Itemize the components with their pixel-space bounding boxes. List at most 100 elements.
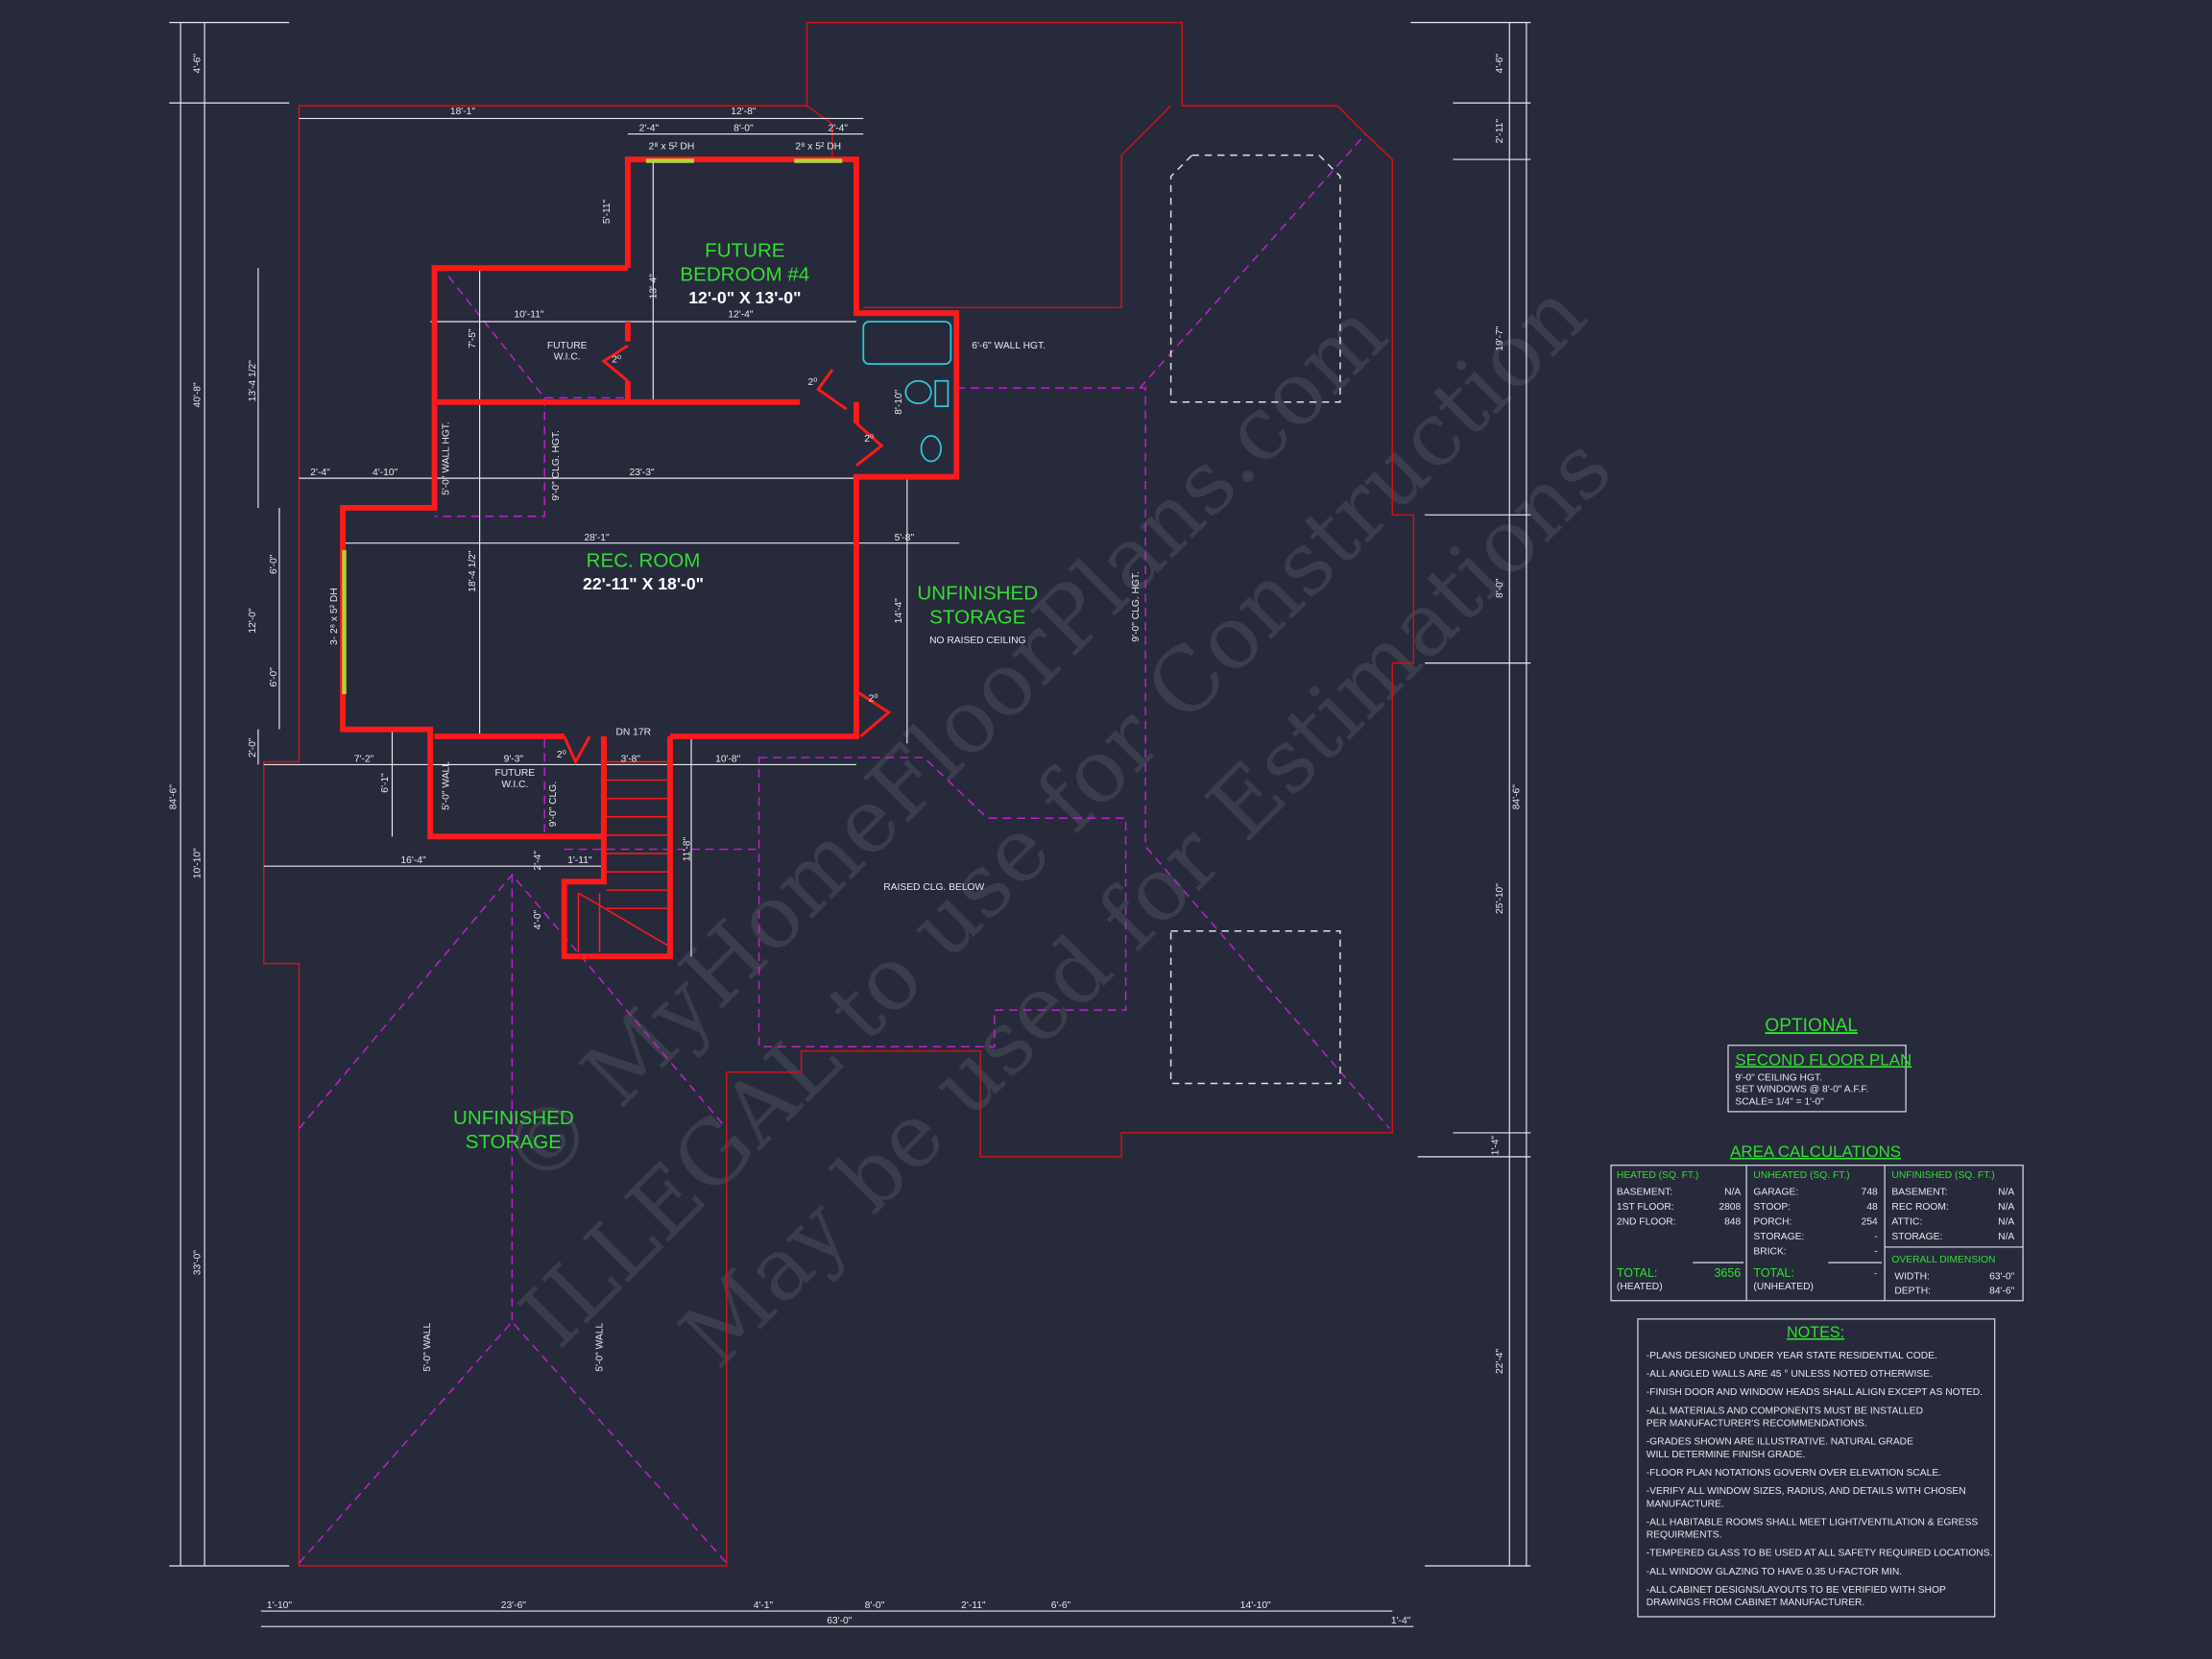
- vertical-dimension-label: 5'-0" WALL HGT.: [441, 421, 451, 495]
- overall-row-label: DEPTH:: [1894, 1286, 1931, 1296]
- dimension-label: 2⁸ x 5² DH: [795, 142, 841, 153]
- dimension-label: 9'-3": [504, 754, 524, 764]
- vertical-dimension-label: 5'-0" WALL: [594, 1323, 605, 1372]
- dimension-label: 1'-10": [267, 1600, 293, 1611]
- rec-room-size: 22'-11" X 18'-0": [583, 574, 704, 593]
- dimension-lines: [169, 21, 1531, 1627]
- heated-total-sub: (HEATED): [1617, 1282, 1663, 1292]
- toilet-icon: [904, 379, 932, 405]
- dimension-label: 2'-4": [639, 124, 660, 134]
- dimension-label: 16'-4": [400, 855, 426, 866]
- overall-row-value: 63'-0": [1989, 1272, 2015, 1283]
- storage-right-note: NO RAISED CEILING: [929, 636, 1025, 646]
- vertical-dimension-labels: 4'-6"40'-8"84'-6"10'-10"33'-0"13'-4 1/2"…: [169, 54, 1523, 1374]
- vertical-dimension-label: 8'-0": [1495, 578, 1505, 598]
- vertical-dimension-label: 4'-6": [193, 54, 204, 74]
- dimension-label: 14'-10": [1240, 1600, 1271, 1611]
- bathtub-icon: [862, 321, 952, 365]
- vertical-dimension-label: 2'-11": [1495, 119, 1505, 144]
- stairs-label: DN 17R: [615, 728, 651, 738]
- dimension-label: 2'-11": [961, 1600, 986, 1611]
- vertical-dimension-label: 4'-0": [533, 909, 543, 929]
- note-line: WILL DETERMINE FINISH GRADE.: [1647, 1450, 1806, 1460]
- bath-fixtures: [862, 321, 952, 463]
- note-line: -VERIFY ALL WINDOW SIZES, RADIUS, AND DE…: [1647, 1486, 1966, 1497]
- heated-total-label: TOTAL:: [1617, 1266, 1657, 1280]
- vertical-dimension-label: 6'-0": [269, 667, 279, 687]
- storage-left-label-1: UNFINISHED: [453, 1107, 574, 1129]
- unheated-row-value: -: [1874, 1232, 1877, 1242]
- dimension-label: 4'-10": [373, 468, 398, 478]
- heated-row-label: 2ND FLOOR:: [1617, 1216, 1676, 1227]
- dimension-label: 1'-4": [1391, 1616, 1411, 1626]
- vertical-dimension-label: 19'-7": [1495, 325, 1505, 351]
- vertical-dimension-label: 7'-5": [468, 328, 478, 349]
- unheated-row-value: 748: [1862, 1188, 1878, 1198]
- dimension-label: 63'-0": [827, 1616, 853, 1626]
- note-line: -GRADES SHOWN ARE ILLUSTRATIVE. NATURAL …: [1647, 1437, 1913, 1448]
- vertical-dimension-label: 84'-6": [1512, 784, 1523, 810]
- note-line: -PLANS DESIGNED UNDER YEAR STATE RESIDEN…: [1647, 1351, 1937, 1361]
- notes-title: NOTES:: [1787, 1324, 1844, 1341]
- dimension-label: 7'-2": [354, 754, 374, 764]
- windows: [342, 158, 843, 694]
- exterior-outline: [263, 21, 1415, 1567]
- vertical-dimension-label: 3- 2⁸ x 5² DH: [329, 588, 340, 645]
- vertical-dimension-label: 10'-10": [193, 848, 204, 878]
- unheated-row-value: 48: [1866, 1202, 1878, 1213]
- unfinished-row-label: ATTIC:: [1891, 1216, 1922, 1227]
- wic-upper-label-1: FUTURE: [547, 341, 588, 351]
- note-line: -ALL CABINET DESIGNS/LAYOUTS TO BE VERIF…: [1647, 1585, 1946, 1596]
- watermark-line-2: ILLEGAL to use for Construction: [501, 263, 1605, 1367]
- bedroom-label-2: BEDROOM #4: [680, 263, 809, 285]
- overall-row-label: WIDTH:: [1894, 1272, 1930, 1283]
- dimension-label: 2⁰: [612, 355, 621, 366]
- dimension-label: 1'-11": [567, 855, 592, 866]
- dimension-label: 2⁸ x 5² DH: [649, 142, 695, 153]
- vertical-dimension-label: 9'-0" CLG. HGT.: [1131, 571, 1142, 641]
- toilet-tank-icon: [934, 379, 950, 408]
- area-calculations: AREA CALCULATIONS HEATED (SQ. FT.)BASEME…: [1610, 1142, 2024, 1302]
- unheated-header: UNHEATED (SQ. FT.): [1753, 1170, 1849, 1181]
- dimension-label: 3'-8": [621, 754, 641, 764]
- wic-upper-label-2: W.I.C.: [554, 352, 581, 363]
- roof-lines: [298, 133, 1390, 1564]
- optional-heading: OPTIONAL: [1765, 1016, 1858, 1036]
- stairs: [577, 760, 668, 952]
- dimension-label: 28'-1": [584, 533, 610, 543]
- vertical-dimension-label: 5'-0" WALL: [422, 1323, 433, 1372]
- vertical-dimension-label: 84'-6": [169, 784, 180, 810]
- heated-row-value: N/A: [1724, 1188, 1741, 1198]
- room-labels: FUTURE BEDROOM #4 12'-0" X 13'-0" REC. R…: [453, 239, 1046, 1153]
- vertical-dimension-label: 8'-10": [894, 389, 904, 415]
- unheated-total-label: TOTAL:: [1753, 1266, 1793, 1280]
- note-line: REQUIRMENTS.: [1647, 1530, 1722, 1541]
- unheated-row-value: 254: [1862, 1216, 1878, 1227]
- vertical-dimension-label: 2'-4": [533, 851, 543, 871]
- dimension-label: 6'-6": [1051, 1600, 1071, 1611]
- heated-header: HEATED (SQ. FT.): [1617, 1170, 1698, 1181]
- bedroom-label-1: FUTURE: [705, 239, 784, 261]
- unfinished-header: UNFINISHED (SQ. FT.): [1891, 1170, 1994, 1181]
- dimension-label: 12'-8": [731, 107, 757, 117]
- plan-note-3: SCALE= 1/4" = 1'-0": [1735, 1097, 1824, 1108]
- dimension-label: 2⁰: [869, 693, 878, 704]
- vertical-dimension-label: 11'-8": [683, 837, 693, 862]
- heated-row-label: 1ST FLOOR:: [1617, 1202, 1674, 1213]
- note-line: -ALL WINDOW GLAZING TO HAVE 0.35 U-FACTO…: [1647, 1567, 1902, 1577]
- unfinished-row-value: N/A: [1998, 1202, 2014, 1213]
- note-line: -ALL ANGLED WALLS ARE 45 ° UNLESS NOTED …: [1647, 1369, 1933, 1380]
- sink-icon: [920, 435, 942, 463]
- note-line: -FINISH DOOR AND WINDOW HEADS SHALL ALIG…: [1647, 1387, 1983, 1398]
- rec-room-label: REC. ROOM: [587, 550, 701, 572]
- vertical-dimension-label: 4'-6": [1495, 54, 1505, 74]
- wic-lower-label-1: FUTURE: [495, 768, 536, 779]
- vertical-dimension-label: 25'-10": [1495, 883, 1505, 914]
- dimension-label: 2'-4": [829, 124, 849, 134]
- note-line: -FLOOR PLAN NOTATIONS GOVERN OVER ELEVAT…: [1647, 1468, 1941, 1479]
- unheated-row-label: BRICK:: [1753, 1246, 1786, 1257]
- unfinished-row-label: STORAGE:: [1891, 1232, 1942, 1242]
- dimension-label: 2⁰: [557, 750, 566, 760]
